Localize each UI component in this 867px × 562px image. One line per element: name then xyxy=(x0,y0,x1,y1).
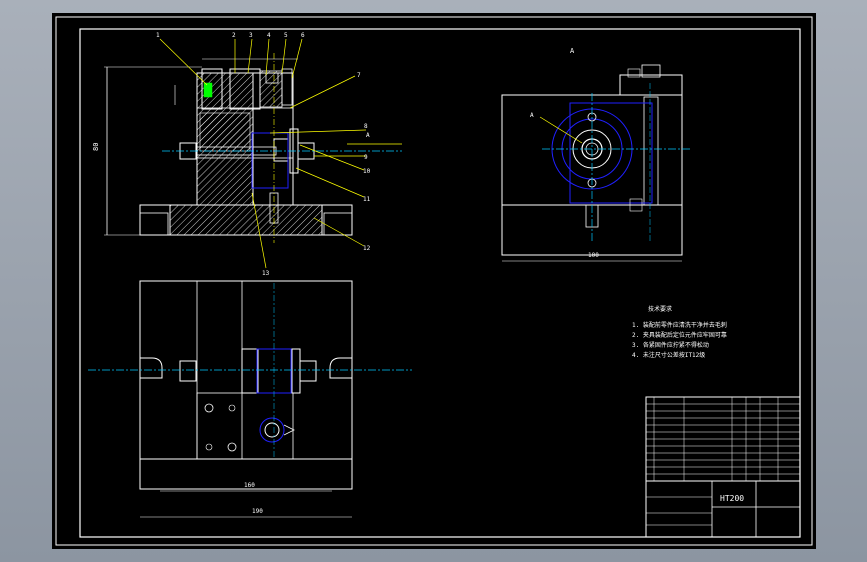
balloon-9: 9 xyxy=(364,154,368,161)
tech-req-line-3: 3. 各紧固件应拧紧不得松动 xyxy=(632,341,709,349)
cad-viewport[interactable]: 80 xyxy=(52,13,816,549)
balloon-5: 5 xyxy=(284,32,288,39)
dim-plan-outer-width: 190 xyxy=(252,508,263,515)
tech-req-line-2: 2. 夹具装配后定位元件应牢固可靠 xyxy=(632,331,727,339)
outer-frame xyxy=(55,16,813,546)
title-block-material: HT200 xyxy=(720,494,744,503)
section-label-a-side: A xyxy=(530,112,534,119)
balloon-11: 11 xyxy=(363,196,371,203)
balloon-12: 12 xyxy=(363,245,371,252)
title-block: HT200 xyxy=(645,396,801,538)
balloon-1: 1 xyxy=(156,32,160,39)
dim-side-width: 100 xyxy=(588,252,599,259)
front-section-view: 80 xyxy=(92,32,402,277)
side-view-a: A A 100 xyxy=(501,47,692,262)
tech-req-title: 技术要求 xyxy=(648,305,672,313)
balloon-7: 7 xyxy=(357,72,361,79)
section-label-a: A xyxy=(366,132,370,139)
cad-drawing-canvas[interactable]: 80 xyxy=(52,13,816,549)
balloon-13: 13 xyxy=(262,270,270,277)
balloon-8: 8 xyxy=(364,123,368,130)
balloon-6: 6 xyxy=(301,32,305,39)
inner-frame xyxy=(79,28,801,538)
dim-front-height: 80 xyxy=(92,143,100,151)
tech-req-line-1: 1. 装配前零件应清洗干净并去毛刺 xyxy=(632,321,727,329)
balloon-2: 2 xyxy=(232,32,236,39)
tech-req-line-4: 4. 未注尺寸公差按IT12级 xyxy=(632,351,705,359)
balloon-4: 4 xyxy=(267,32,271,39)
balloon-10: 10 xyxy=(363,168,371,175)
balloon-3: 3 xyxy=(249,32,253,39)
dim-plan-inner-width: 160 xyxy=(244,482,255,489)
view-label-a: A xyxy=(570,47,575,55)
plan-view: 160 190 xyxy=(88,280,412,518)
technical-requirements: 技术要求 1. 装配前零件应清洗干净并去毛刺 2. 夹具装配后定位元件应牢固可靠… xyxy=(632,305,727,359)
